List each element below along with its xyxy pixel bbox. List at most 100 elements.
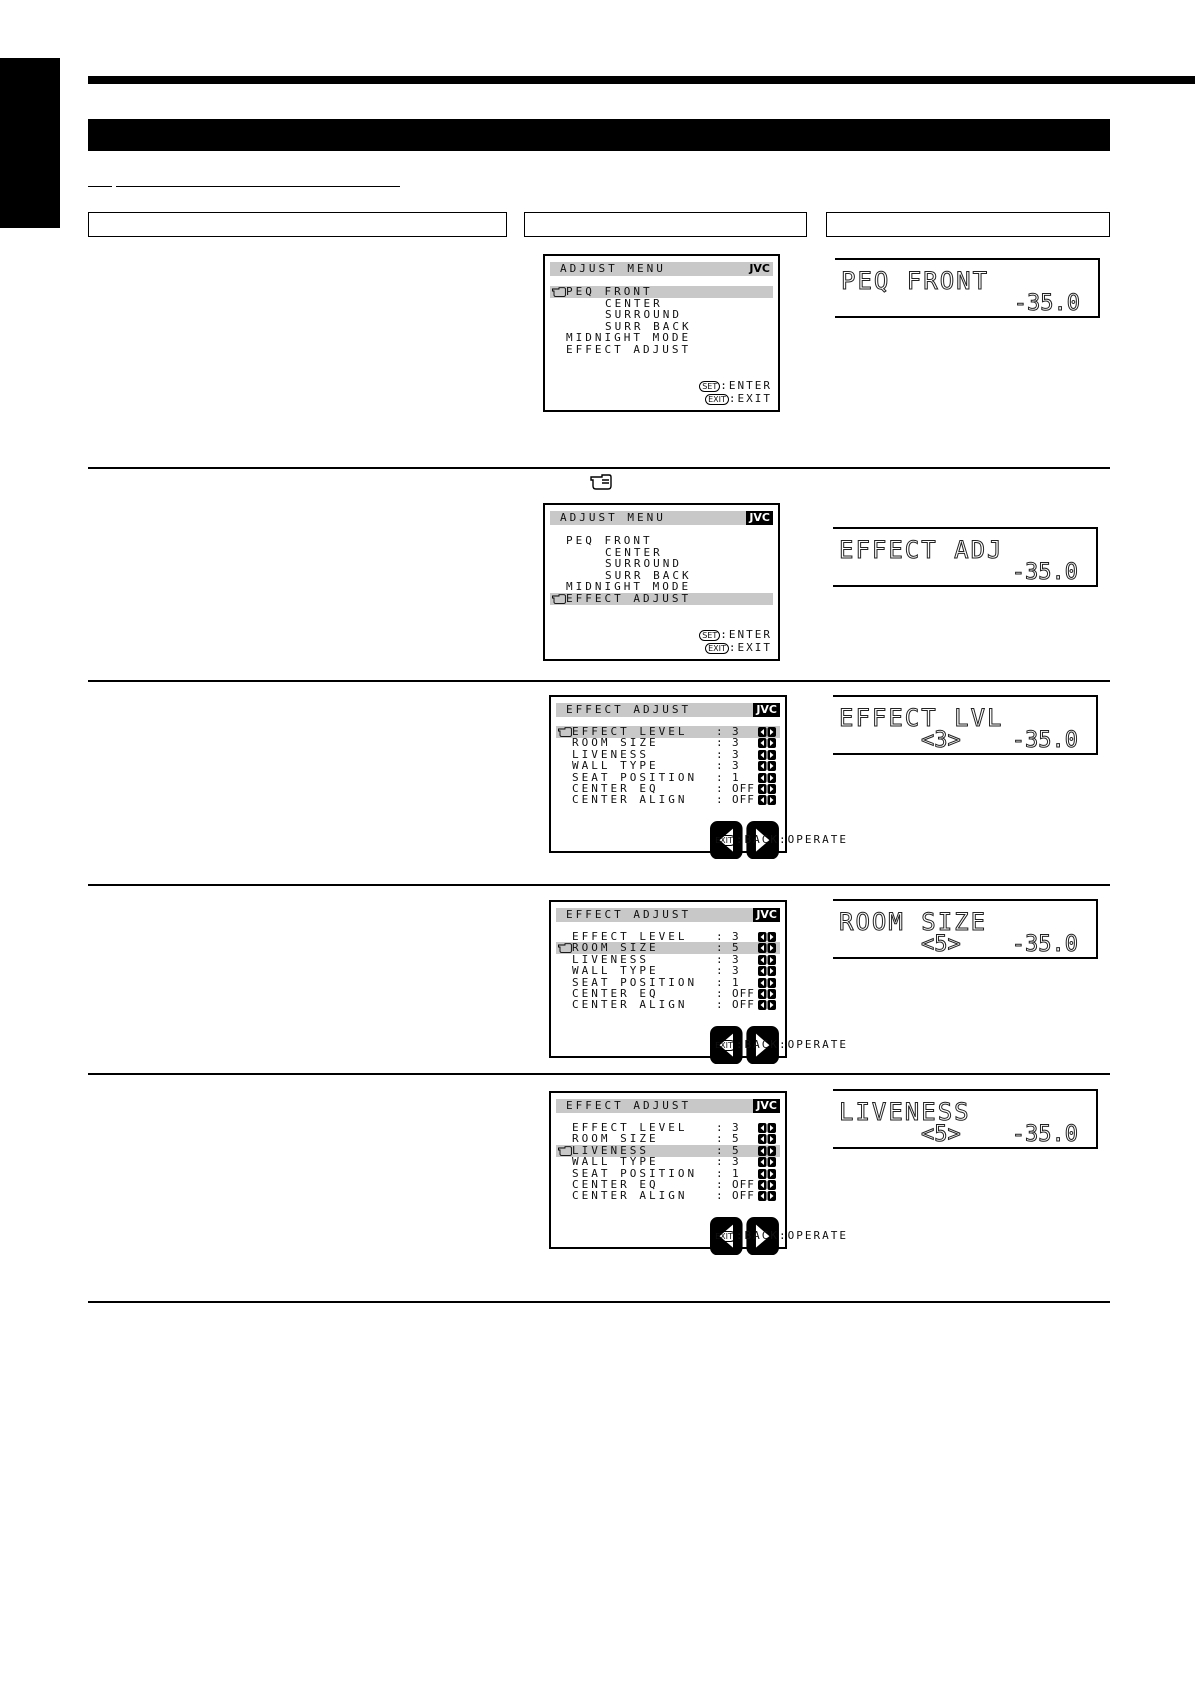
osd-row-value: 3 <box>732 736 740 750</box>
display-setting-value: <5> <box>921 932 962 957</box>
underline-gap <box>112 185 116 188</box>
osd-row-colon: : <box>716 759 726 773</box>
osd-row-label: EFFECT LEVEL <box>572 1121 688 1134</box>
step-separator <box>88 680 1110 682</box>
pointer-hand-icon <box>558 943 572 954</box>
osd-row-value: OFF <box>732 782 755 795</box>
osd-footer-operate: :OPERATE <box>710 1217 846 1256</box>
osd-menu-row: MIDNIGHT MODE <box>550 332 773 344</box>
osd-menu-row: WALL TYPE:3 <box>556 760 780 772</box>
osd-row-label: LIVENESS <box>572 952 649 966</box>
osd-row-colon: : <box>716 952 726 966</box>
osd-row-label: CENTER <box>605 296 663 310</box>
left-right-arrows-icon <box>758 1157 776 1168</box>
osd-row-colon: : <box>716 725 726 738</box>
osd-row-value: OFF <box>732 793 755 807</box>
front-display: ROOM SIZE<5>-35.0 <box>833 899 1098 959</box>
left-right-arrows-icon <box>758 784 776 794</box>
pointer-hand-icon <box>552 287 566 297</box>
osd-footer-back-label: :BACK <box>735 1229 779 1242</box>
osd-row-value: 1 <box>732 975 740 989</box>
jvc-logo: JVC <box>753 908 780 922</box>
osd-row-colon: : <box>716 1143 726 1157</box>
left-right-arrows-icon <box>758 954 776 965</box>
step-separator <box>88 1073 1110 1075</box>
osd-footer-enter-label: :ENTER <box>720 628 772 641</box>
jvc-logo: JVC <box>749 262 770 275</box>
osd-row-label: ROOM SIZE <box>572 736 659 750</box>
osd-row-label: CENTER ALIGN <box>572 1189 688 1203</box>
osd-row-value: OFF <box>732 998 755 1012</box>
osd-row-label: WALL TYPE <box>572 1155 659 1169</box>
osd-row-label: EFFECT LEVEL <box>572 930 688 943</box>
osd-menu-row: CENTER EQ:OFF <box>556 988 780 1000</box>
column-header-display <box>826 212 1110 237</box>
osd-row-label: SEAT POSITION <box>572 975 698 989</box>
osd-row-label: SEAT POSITION <box>572 770 698 784</box>
left-right-arrows-icon <box>758 795 776 806</box>
osd-row-colon: : <box>716 930 726 943</box>
top-rule <box>88 76 1195 84</box>
osd-row-label: SURR BACK <box>605 568 692 582</box>
left-right-arrows-icon <box>758 1145 776 1156</box>
display-main-text: ROOM SIZE <box>838 908 988 936</box>
osd-row-value: 3 <box>732 1155 740 1169</box>
left-right-arrows-icon <box>758 761 776 772</box>
left-right-arrows-icon <box>758 1134 776 1145</box>
jvc-logo: JVC <box>753 1099 780 1113</box>
left-right-arrows-icon <box>758 943 776 954</box>
osd-menu-row: CENTER ALIGN:OFF <box>556 1190 780 1202</box>
exit-button-icon: EXIT <box>705 642 729 654</box>
osd-footer-back: EXIT:BACK <box>712 1230 779 1242</box>
osd-row-value: 3 <box>732 964 740 978</box>
osd-row-label: ROOM SIZE <box>572 941 659 955</box>
osd-row-label: CENTER EQ <box>572 782 659 795</box>
left-right-arrows-icon <box>758 727 776 737</box>
osd-menu-row: CENTER EQ:OFF <box>556 783 780 795</box>
osd-row-label: SEAT POSITION <box>572 1166 698 1180</box>
pointer-hand-icon <box>558 727 572 737</box>
osd-footer-exit: EXIT:EXIT <box>705 393 772 405</box>
osd-footer-enter: SET:ENTER <box>699 629 772 641</box>
osd-row-value: 5 <box>732 941 740 955</box>
osd-menu-row: ROOM SIZE:5 <box>556 941 780 955</box>
left-right-arrows-icon <box>758 977 776 988</box>
osd-row-value: OFF <box>732 987 755 1000</box>
left-right-arrows-icon <box>758 1123 776 1133</box>
jvc-logo: JVC <box>753 703 780 717</box>
osd-row-value: 3 <box>732 930 740 943</box>
osd-row-colon: : <box>716 793 726 807</box>
osd-row-label: WALL TYPE <box>572 964 659 978</box>
exit-button-icon: EXIT <box>705 393 729 405</box>
front-display: EFFECT LVL<3>-35.0 <box>833 695 1098 755</box>
exit-button-icon: EXIT <box>712 834 736 846</box>
left-right-arrows-icon <box>758 772 776 783</box>
osd-footer-exit-label: :EXIT <box>728 641 772 654</box>
display-setting-value: <3> <box>921 728 962 753</box>
osd-row-colon: : <box>716 964 726 978</box>
osd-footer-back-label: :BACK <box>735 1038 779 1051</box>
osd-footer-operate-label: :OPERATE <box>778 1229 848 1243</box>
step-separator <box>88 884 1110 886</box>
osd-menu-row: LIVENESS:3 <box>556 952 780 966</box>
osd-row-colon: : <box>716 998 726 1012</box>
osd-row-label: WALL TYPE <box>572 759 659 773</box>
osd-menu-row: CENTER ALIGN: OFF <box>556 999 780 1011</box>
osd-row-label: PEQ FRONT <box>566 285 653 298</box>
osd-row-label: ROOM SIZE <box>572 1132 659 1146</box>
osd-row-label: CENTER ALIGN <box>572 998 688 1012</box>
osd-row-label: EFFECT ADJUST <box>566 342 692 356</box>
left-right-arrows-icon <box>710 1217 779 1256</box>
osd-footer-back: EXIT:BACK <box>712 834 779 846</box>
osd-row-label: PEQ FRONT <box>566 534 653 547</box>
osd-row-value: 1 <box>732 1166 740 1180</box>
osd-row-label: CENTER ALIGN <box>572 793 688 807</box>
step-separator <box>88 1301 1110 1303</box>
section-side-tab <box>0 58 60 228</box>
osd-menu-row: CENTER EQ:OFF <box>556 1179 780 1191</box>
osd-row-label: MIDNIGHT MODE <box>566 331 692 344</box>
